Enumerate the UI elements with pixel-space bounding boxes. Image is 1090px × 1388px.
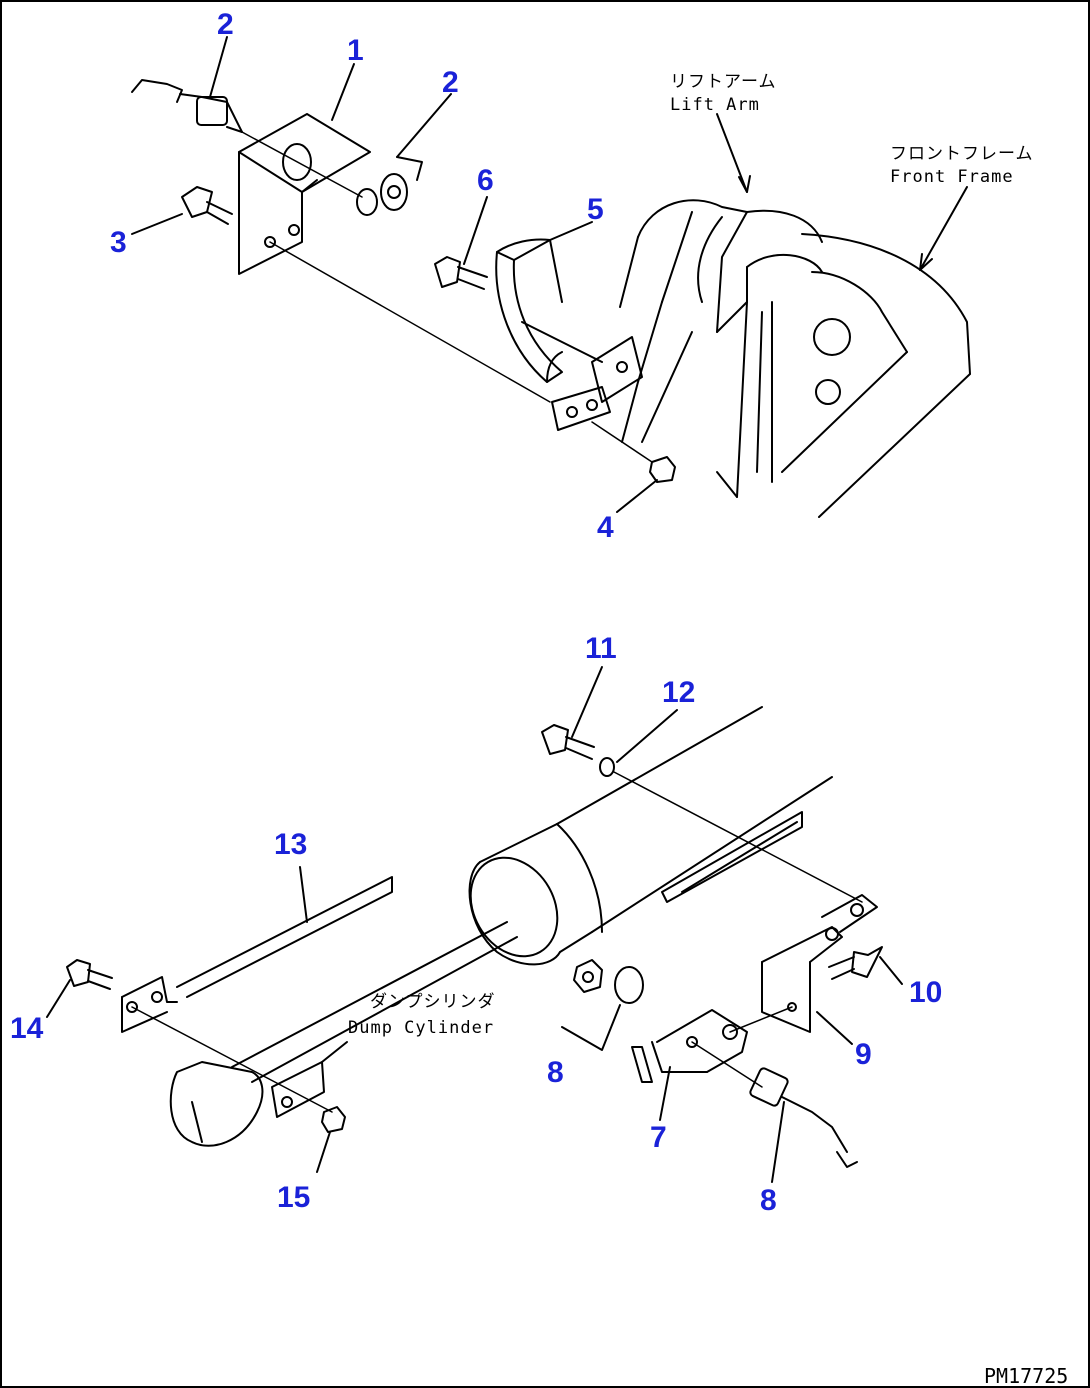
caption-front-frame-en: Front Frame bbox=[890, 167, 1014, 187]
washer-12 bbox=[599, 757, 615, 777]
centerline-top-1 bbox=[269, 241, 551, 403]
drawing-code: PM17725 bbox=[984, 1364, 1068, 1388]
leader-6 bbox=[463, 196, 488, 265]
callout-2-top: 2 bbox=[217, 8, 234, 41]
lift-arm-arrow-head bbox=[738, 175, 751, 193]
centerline-bot-2 bbox=[131, 1006, 333, 1113]
bolt-6 bbox=[434, 256, 488, 290]
part-9-bracket bbox=[761, 894, 878, 1033]
leader-2b bbox=[396, 93, 452, 158]
leader-15 bbox=[316, 1131, 331, 1173]
part-1-bracket bbox=[238, 113, 371, 275]
leader-11 bbox=[571, 666, 603, 738]
leader-12 bbox=[616, 709, 678, 763]
caption-dump-cylinder-en: Dump Cylinder bbox=[348, 1018, 494, 1038]
part-5-cover bbox=[495, 238, 603, 383]
bolt-11 bbox=[541, 724, 595, 760]
centerline-bot-1 bbox=[613, 771, 863, 903]
bolt-10 bbox=[828, 946, 883, 980]
sensor-8-bottom bbox=[749, 1067, 858, 1168]
callout-1: 1 bbox=[347, 34, 364, 67]
leader-2b-fork bbox=[396, 156, 423, 181]
callout-10: 10 bbox=[909, 976, 942, 1009]
leader-7 bbox=[659, 1066, 671, 1121]
callout-2-right: 2 bbox=[442, 66, 459, 99]
callout-8-upper: 8 bbox=[547, 1056, 564, 1089]
bolt-3 bbox=[181, 186, 233, 225]
leader-13 bbox=[299, 866, 308, 923]
centerline-bot-4 bbox=[729, 1006, 793, 1033]
leader-dump-cyl bbox=[321, 1041, 348, 1063]
part-2-sensor bbox=[131, 79, 243, 133]
leader-1 bbox=[331, 63, 355, 121]
leader-9 bbox=[816, 1011, 853, 1045]
callout-11: 11 bbox=[585, 632, 617, 665]
lift-arm bbox=[619, 199, 908, 498]
part-13-bracket bbox=[121, 876, 393, 1033]
leader-8a bbox=[561, 1004, 621, 1051]
washer-nut-2 bbox=[356, 173, 408, 216]
part-7-bracket bbox=[631, 1009, 748, 1083]
front-frame-arrow-head bbox=[919, 253, 933, 271]
centerline-bot-3 bbox=[691, 1041, 763, 1088]
leader-8b bbox=[771, 1101, 785, 1183]
nut-15 bbox=[321, 1106, 346, 1133]
leader-10 bbox=[879, 956, 903, 985]
leader-2a bbox=[209, 36, 228, 98]
leader-3 bbox=[131, 213, 183, 235]
callout-13: 13 bbox=[274, 828, 307, 861]
slotted-plate bbox=[661, 811, 803, 903]
front-frame-arrow bbox=[919, 186, 968, 271]
nut-4 bbox=[649, 456, 676, 483]
bolt-14 bbox=[66, 959, 113, 990]
leader-14 bbox=[46, 979, 71, 1018]
lower-bracket-15 bbox=[271, 1061, 325, 1118]
leader-5 bbox=[549, 221, 593, 241]
callout-3: 3 bbox=[110, 226, 127, 259]
caption-dump-cylinder-jp: ダンプシリンダ bbox=[370, 992, 496, 1012]
callout-9: 9 bbox=[855, 1038, 872, 1071]
caption-lift-arm-jp: リフトアーム bbox=[670, 72, 776, 92]
callout-5: 5 bbox=[587, 193, 604, 226]
callout-15: 15 bbox=[277, 1181, 310, 1214]
dump-cylinder bbox=[169, 706, 833, 1147]
leader-4 bbox=[616, 479, 658, 513]
callout-4: 4 bbox=[597, 511, 614, 544]
lift-arm-arrow bbox=[716, 113, 748, 193]
callout-7: 7 bbox=[650, 1121, 667, 1154]
centerline-top-3 bbox=[241, 131, 363, 198]
frame-bracket bbox=[551, 336, 643, 431]
washer-nut-8 bbox=[573, 959, 644, 1004]
centerline-top-2 bbox=[591, 421, 653, 463]
callout-14: 14 bbox=[10, 1012, 44, 1045]
callout-12: 12 bbox=[662, 676, 695, 709]
callout-8-lower: 8 bbox=[760, 1184, 777, 1217]
callout-6: 6 bbox=[477, 164, 494, 197]
caption-lift-arm-en: Lift Arm bbox=[670, 95, 760, 115]
caption-front-frame-jp: フロントフレーム bbox=[890, 144, 1034, 164]
front-frame bbox=[716, 233, 971, 518]
